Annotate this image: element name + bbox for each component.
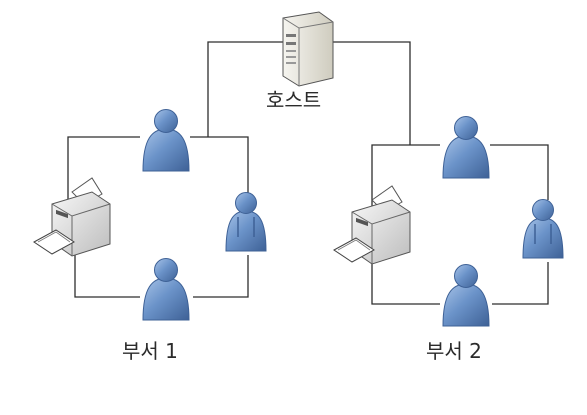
dept1-network-right <box>190 136 249 200</box>
dept1-printer-icon <box>33 177 111 257</box>
dept2-network-bottom-right <box>492 262 549 305</box>
dept2-network-bottom <box>371 258 440 305</box>
dept1-user-bottom <box>142 258 190 321</box>
dept1-user-right <box>225 191 267 252</box>
dept2-network-right <box>490 144 549 200</box>
dept1-label: 부서 1 <box>122 339 178 363</box>
dept1-network-bottom <box>193 255 249 298</box>
dept2-user-bottom <box>442 264 490 327</box>
host-link-dept2 <box>330 41 411 145</box>
dept2-user-top <box>442 116 490 179</box>
dept1-user-top <box>142 109 190 172</box>
dept2-network-loop <box>371 144 440 210</box>
server-icon <box>282 11 334 87</box>
host-link-dept1 <box>207 41 283 137</box>
dept2-user-right <box>522 198 564 259</box>
host-label: 호스트 <box>266 88 322 112</box>
dept2-label: 부서 2 <box>426 339 482 363</box>
